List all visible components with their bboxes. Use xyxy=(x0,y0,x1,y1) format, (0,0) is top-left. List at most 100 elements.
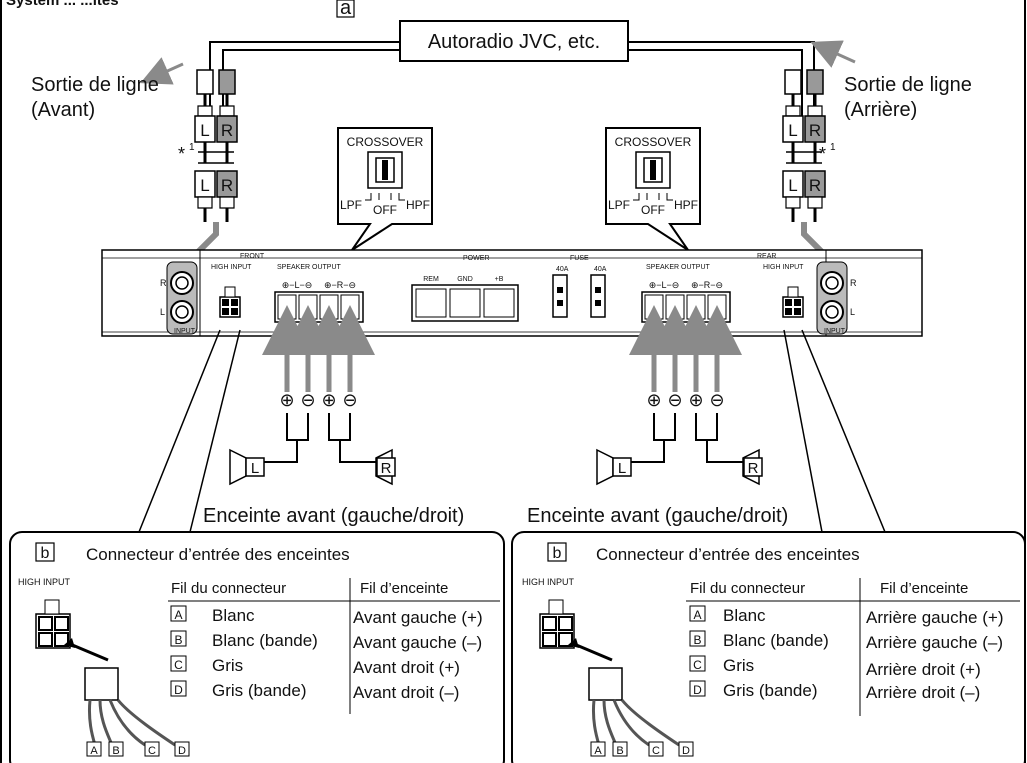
svg-text:INPUT: INPUT xyxy=(174,328,196,335)
svg-text:⊕: ⊕ xyxy=(321,390,336,410)
svg-text:Gris: Gris xyxy=(723,656,754,675)
svg-text:Gris (bande): Gris (bande) xyxy=(212,681,306,700)
marker-a: a xyxy=(340,0,352,19)
svg-text:B: B xyxy=(112,745,119,757)
svg-text:R: R xyxy=(221,121,233,140)
svg-text:40A: 40A xyxy=(556,266,569,273)
svg-text:A: A xyxy=(90,745,98,757)
connector-panel-right: b Connecteur d’entrée des enceintes HIGH… xyxy=(511,531,1026,763)
rca-right: L R L R xyxy=(782,69,832,260)
svg-text:HPF: HPF xyxy=(406,198,430,212)
arrow-line-out-right xyxy=(810,40,856,68)
svg-text:GND: GND xyxy=(457,276,473,283)
footnote-right: * xyxy=(819,144,826,164)
svg-text:CROSSOVER: CROSSOVER xyxy=(347,135,424,149)
speaker-wires-right: ⊕ ⊖ ⊕ ⊖ xyxy=(629,305,744,463)
svg-text:Avant droit (–): Avant droit (–) xyxy=(353,683,459,702)
svg-text:HPF: HPF xyxy=(674,198,698,212)
footnote-right-sup: 1 xyxy=(830,142,836,153)
speaker-caption-left: Enceinte avant (gauche/droit) xyxy=(203,505,464,527)
svg-text:R: R xyxy=(221,176,233,195)
svg-text:Blanc: Blanc xyxy=(212,606,255,625)
svg-text:B: B xyxy=(616,745,623,757)
svg-text:Avant droit (+): Avant droit (+) xyxy=(353,658,460,677)
svg-text:HIGH INPUT: HIGH INPUT xyxy=(763,264,804,271)
footnote-left-sup: 1 xyxy=(189,142,195,153)
svg-text:C: C xyxy=(693,658,702,672)
svg-text:B: B xyxy=(693,633,701,647)
line-out-right-1: Sortie de ligne xyxy=(844,74,972,96)
svg-text:HIGH INPUT: HIGH INPUT xyxy=(18,577,71,587)
svg-text:b: b xyxy=(553,545,562,562)
svg-text:Avant gauche (+): Avant gauche (+) xyxy=(353,608,483,627)
svg-text:SPEAKER OUTPUT: SPEAKER OUTPUT xyxy=(646,264,711,271)
svg-text:Blanc (bande): Blanc (bande) xyxy=(212,631,318,650)
svg-text:D: D xyxy=(178,745,186,757)
amplifier: FRONT POWER FUSE REAR HIGH INPUT SPEAKER… xyxy=(101,249,923,337)
svg-text:HIGH INPUT: HIGH INPUT xyxy=(211,264,252,271)
svg-text:+B: +B xyxy=(495,276,504,283)
svg-text:C: C xyxy=(652,745,660,757)
source-label: Autoradio JVC, etc. xyxy=(428,31,600,53)
svg-text:⊖: ⊖ xyxy=(342,390,357,410)
svg-text:40A: 40A xyxy=(594,266,607,273)
svg-text:OFF: OFF xyxy=(373,203,397,217)
svg-text:b: b xyxy=(41,545,50,562)
svg-text:POWER: POWER xyxy=(463,255,489,262)
svg-text:Fil d’enceinte: Fil d’enceinte xyxy=(360,580,448,597)
svg-text:FUSE: FUSE xyxy=(570,255,589,262)
svg-text:Fil d’enceinte: Fil d’enceinte xyxy=(880,580,968,597)
svg-text:C: C xyxy=(174,658,183,672)
svg-text:INPUT: INPUT xyxy=(824,328,846,335)
svg-text:D: D xyxy=(682,745,690,757)
footnote-left: * xyxy=(178,144,185,164)
svg-text:B: B xyxy=(174,633,182,647)
svg-text:L: L xyxy=(200,121,209,140)
svg-text:L: L xyxy=(251,460,259,477)
svg-text:Arrière droit (+): Arrière droit (+) xyxy=(866,660,981,679)
svg-text:LPF: LPF xyxy=(340,198,362,212)
svg-text:Blanc (bande): Blanc (bande) xyxy=(723,631,829,650)
svg-text:C: C xyxy=(148,745,156,757)
svg-text:R: R xyxy=(809,176,821,195)
svg-text:⊖: ⊖ xyxy=(300,390,315,410)
svg-text:Arrière gauche (+): Arrière gauche (+) xyxy=(866,608,1003,627)
svg-text:L: L xyxy=(200,176,209,195)
svg-text:Gris (bande): Gris (bande) xyxy=(723,681,817,700)
svg-text:⊕: ⊕ xyxy=(279,390,294,410)
svg-text:L: L xyxy=(850,307,855,317)
svg-text:Gris: Gris xyxy=(212,656,243,675)
svg-text:L: L xyxy=(788,121,797,140)
marker-a-box xyxy=(336,0,355,18)
connector-panel-left: b Connecteur d’entrée des enceintes HIGH… xyxy=(9,531,505,763)
svg-text:⊖: ⊖ xyxy=(709,390,724,410)
svg-text:Arrière gauche (–): Arrière gauche (–) xyxy=(866,633,1003,652)
svg-text:A: A xyxy=(174,608,182,622)
svg-text:REAR: REAR xyxy=(757,253,776,260)
svg-text:Connecteur d’entrée des encein: Connecteur d’entrée des enceintes xyxy=(596,545,860,564)
svg-text:D: D xyxy=(174,683,183,697)
svg-text:Arrière droit (–): Arrière droit (–) xyxy=(866,683,980,702)
line-out-right-2: (Arrière) xyxy=(844,99,917,121)
speakers-front: L R xyxy=(229,448,396,486)
svg-text:⊕−R−⊖: ⊕−R−⊖ xyxy=(324,280,356,290)
speaker-wires-left: ⊕ ⊖ ⊕ ⊖ xyxy=(262,305,377,463)
svg-text:Avant gauche (–): Avant gauche (–) xyxy=(353,633,482,652)
line-out-left-1: Sortie de ligne xyxy=(31,74,159,96)
svg-text:REM: REM xyxy=(423,276,439,283)
speaker-caption-right: Enceinte avant (gauche/droit) xyxy=(527,505,788,527)
svg-text:Connecteur d’entrée des encein: Connecteur d’entrée des enceintes xyxy=(86,545,350,564)
svg-text:CROSSOVER: CROSSOVER xyxy=(615,135,692,149)
svg-text:⊕−L−⊖: ⊕−L−⊖ xyxy=(649,280,680,290)
svg-text:Blanc: Blanc xyxy=(723,606,766,625)
svg-text:⊕−L−⊖: ⊕−L−⊖ xyxy=(282,280,313,290)
svg-text:D: D xyxy=(693,683,702,697)
svg-text:L: L xyxy=(160,307,165,317)
svg-text:⊕−R−⊖: ⊕−R−⊖ xyxy=(691,280,723,290)
rca-left: L R L R xyxy=(188,69,238,260)
svg-text:L: L xyxy=(618,460,626,477)
line-out-left-2: (Avant) xyxy=(31,99,95,121)
svg-text:⊕: ⊕ xyxy=(646,390,661,410)
